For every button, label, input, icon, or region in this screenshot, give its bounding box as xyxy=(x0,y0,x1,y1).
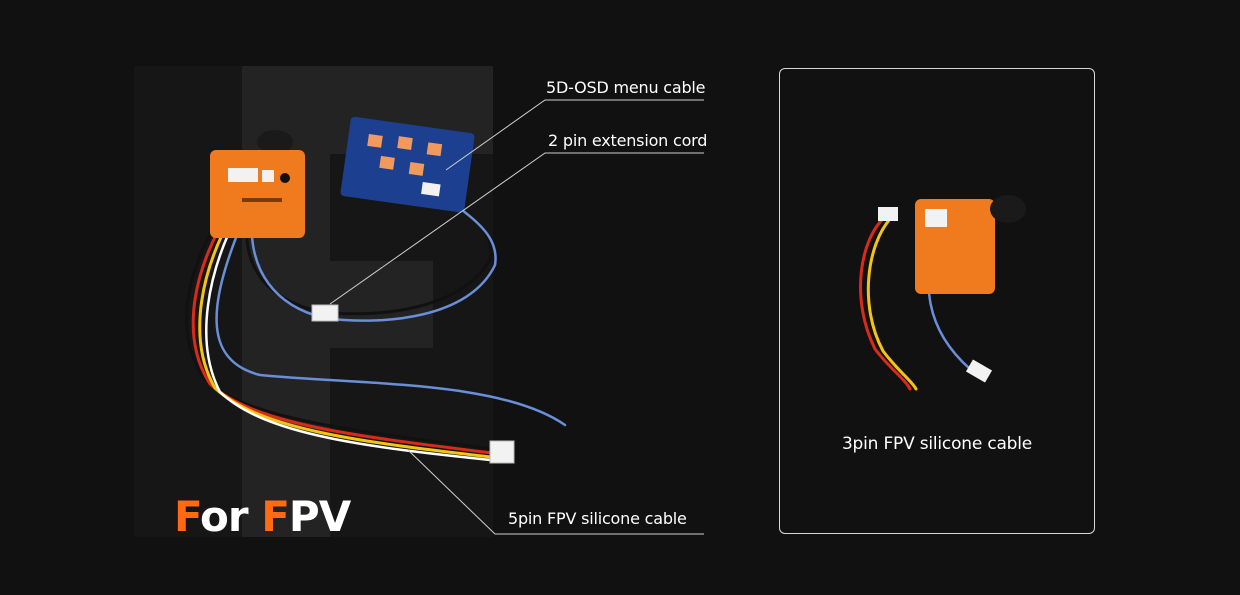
for-fpv-pv: PV xyxy=(288,492,351,541)
connector-plug-icon xyxy=(965,359,993,383)
for-fpv-or: or xyxy=(200,492,262,541)
extension-connector-icon xyxy=(311,304,339,322)
callout-extension-cord: 2 pin extension cord xyxy=(548,131,708,150)
right-caption: 3pin FPV silicone cable xyxy=(841,434,1033,454)
right-product-illustration xyxy=(859,195,1026,391)
for-fpv-badge: For FPV xyxy=(174,492,351,541)
connector-plug-icon xyxy=(878,207,898,221)
right-product-box: 3pin FPV silicone cable xyxy=(779,68,1095,534)
for-fpv-f1: F xyxy=(174,492,201,541)
callout-5pin-silicone: 5pin FPV silicone cable xyxy=(508,509,687,528)
fpv-camera-icon xyxy=(210,130,305,238)
connector-plug-icon xyxy=(489,440,515,464)
for-fpv-f2: F xyxy=(261,492,290,541)
fpv-camera-icon xyxy=(915,195,1026,294)
osd-board-icon xyxy=(340,116,475,213)
callout-osd-menu-cable: 5D-OSD menu cable xyxy=(546,78,706,97)
